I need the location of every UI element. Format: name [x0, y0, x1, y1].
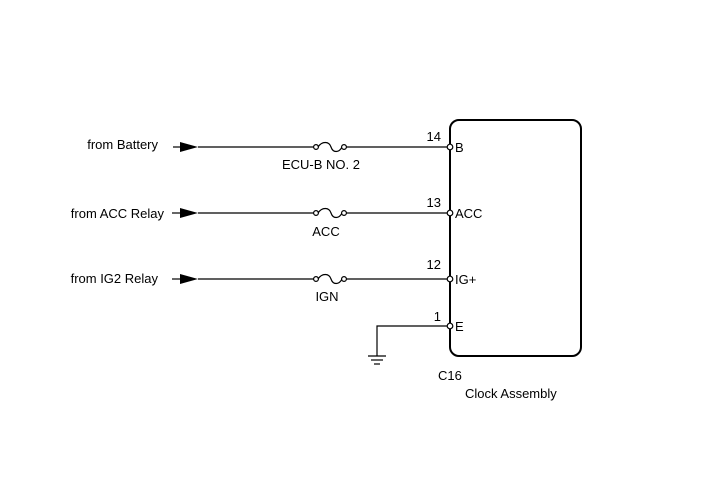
arrow-right-icon — [180, 142, 198, 152]
terminal-icon — [446, 143, 454, 151]
clock-assembly-box — [449, 119, 582, 357]
ground-icon — [368, 355, 386, 365]
pin-number-14: 14 — [427, 129, 441, 144]
ground-wire — [376, 325, 448, 356]
terminal-icon — [446, 322, 454, 330]
fuse-label-ign: IGN — [315, 289, 338, 304]
terminal-icon — [446, 209, 454, 217]
circuit-battery: from Battery ECU-B NO. 2 14 B — [87, 129, 463, 172]
source-label-acc-relay: from ACC Relay — [71, 206, 165, 221]
circuit-ig2: from IG2 Relay IGN 12 IG+ — [71, 257, 477, 304]
fuse-icon — [313, 273, 348, 285]
terminal-label-acc: ACC — [455, 206, 482, 221]
fuse-icon — [313, 207, 348, 219]
circuit-acc: from ACC Relay ACC 13 ACC — [71, 195, 483, 239]
pin-number-1: 1 — [434, 309, 441, 324]
arrow-right-icon — [180, 208, 198, 218]
connector-label: C16 — [438, 368, 462, 383]
pin-number-13: 13 — [427, 195, 441, 210]
terminal-icon — [446, 275, 454, 283]
terminal-label-b: B — [455, 140, 464, 155]
circuit-ground: 1 E — [368, 309, 464, 365]
fuse-icon — [313, 141, 348, 153]
terminal-label-e: E — [455, 319, 464, 334]
source-label-battery: from Battery — [87, 137, 158, 152]
fuse-label-ecu-b: ECU-B NO. 2 — [282, 157, 360, 172]
fuse-label-acc: ACC — [312, 224, 339, 239]
component-name: Clock Assembly — [465, 386, 557, 401]
pin-number-12: 12 — [427, 257, 441, 272]
arrow-right-icon — [180, 274, 198, 284]
source-label-ig2-relay: from IG2 Relay — [71, 271, 159, 286]
terminal-label-ig-plus: IG+ — [455, 272, 476, 287]
